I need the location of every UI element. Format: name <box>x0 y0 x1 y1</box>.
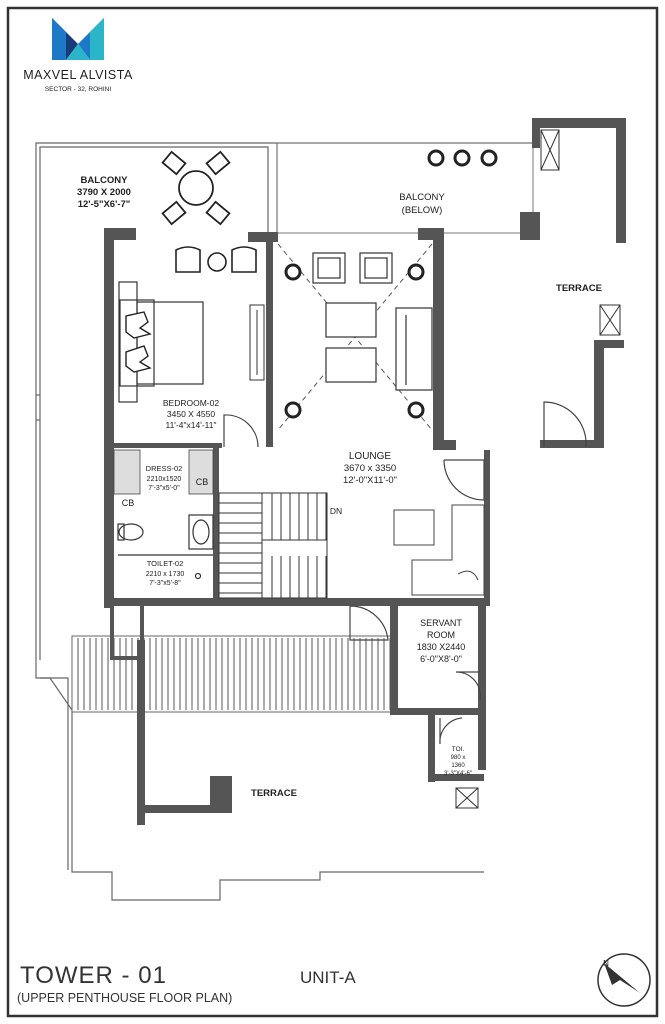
svg-text:N: N <box>603 959 609 968</box>
terrace-right-name: TERRACE <box>556 283 602 294</box>
bedroom-ft: 11'-4"x14'-11" <box>165 420 216 430</box>
planters <box>427 149 498 167</box>
servant-mm: 1830 X2440 <box>417 642 466 652</box>
toilet-name: TOILET-02 <box>147 559 184 568</box>
outer-envelope <box>35 142 533 901</box>
bed <box>118 281 204 403</box>
shafts <box>455 129 621 809</box>
labels: BALCONY 3790 X 2000 12'-5"X6'-7" BALCONY… <box>77 175 602 799</box>
wardrobe <box>249 304 265 381</box>
cb-left: CB <box>122 498 135 508</box>
toi-ft: 3'-3"X4'-6" <box>444 771 472 777</box>
toilet-fixtures <box>117 514 214 580</box>
hatched-ledge <box>71 635 395 713</box>
servant-line2: ROOM <box>427 630 455 640</box>
bedroom-mm: 3450 X 4550 <box>167 409 215 419</box>
terrace-bottom-name: TERRACE <box>251 788 297 799</box>
compass-icon: N <box>597 953 651 1007</box>
door-swings <box>223 401 587 745</box>
dress-ft: 7'-3"x5'-0" <box>148 485 180 492</box>
tower-title: TOWER - 01 <box>20 962 167 989</box>
pillows <box>125 311 152 373</box>
staircase <box>218 492 328 599</box>
balcony-top-name: BALCONY <box>81 175 129 186</box>
toilet-ft: 7'-3"x5'-8" <box>149 580 181 587</box>
balcony-below-line2: (BELOW) <box>402 205 443 216</box>
balcony-below-line1: BALCONY <box>399 192 445 203</box>
brand-location: SECTOR - 32, ROHINI <box>45 86 112 93</box>
lounge-ft: 12'-0"X11'-0" <box>343 475 397 486</box>
balcony-top-ft: 12'-5"X6'-7" <box>78 199 131 210</box>
dining-set <box>161 150 231 226</box>
lounge-furniture <box>312 252 433 391</box>
bedroom-name: BEDROOM-02 <box>163 398 219 408</box>
servant-line1: SERVANT <box>420 618 462 628</box>
lights <box>284 263 425 419</box>
unit-label: UNIT-A <box>300 968 356 987</box>
cb-right: CB <box>196 477 209 487</box>
servant-ft: 6'-0"X8'-0" <box>420 654 462 664</box>
toi-mm-1: 980 x <box>451 755 466 761</box>
toi-name: TOI. <box>452 746 465 753</box>
lounge-name: LOUNGE <box>349 451 392 462</box>
brand-name: MAXVEL ALVISTA <box>23 68 133 82</box>
page-border <box>6 6 659 1018</box>
walls <box>104 118 626 825</box>
toi-mm-2: 1360 <box>451 763 465 769</box>
dress-shelves <box>113 449 214 495</box>
balcony-top-mm: 3790 X 2000 <box>77 187 131 198</box>
toilet-mm: 2210 x 1730 <box>146 571 185 578</box>
lounge-sofa <box>393 504 485 596</box>
dress-name: DRESS-02 <box>146 464 183 473</box>
armchairs <box>175 246 257 273</box>
logo-mark <box>52 18 104 60</box>
balcony-below-area <box>276 142 534 234</box>
stair-dn: DN <box>330 506 342 516</box>
dress-mm: 2210x1520 <box>147 476 182 483</box>
plan-subtitle: (UPPER PENTHOUSE FLOOR PLAN) <box>17 991 233 1005</box>
lounge-mm: 3670 x 3350 <box>344 463 396 474</box>
